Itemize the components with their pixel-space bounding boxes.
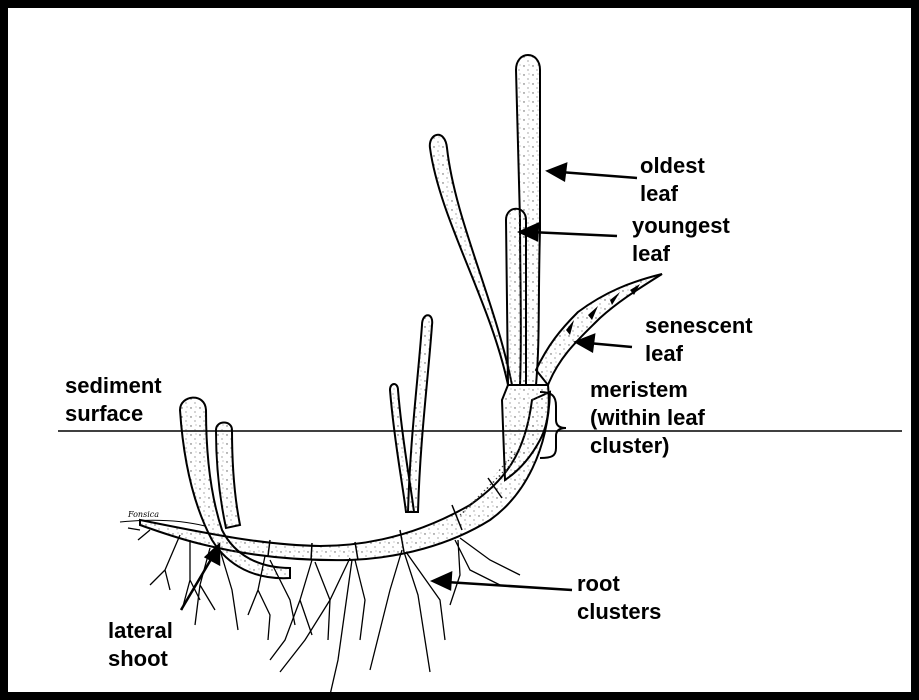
label-line: shoot [108, 645, 173, 673]
label-youngest-leaf: youngest leaf [632, 212, 730, 268]
label-line: leaf [645, 340, 753, 368]
label-line: meristem [590, 376, 705, 404]
label-meristem: meristem (within leaf cluster) [590, 376, 705, 460]
label-sediment-surface: sediment surface [65, 372, 162, 428]
leaf-left-tall [430, 135, 512, 385]
artist-signature: Fonsica [128, 510, 159, 519]
label-line: clusters [577, 598, 661, 626]
label-line: oldest [640, 152, 705, 180]
label-line: root [577, 570, 661, 598]
label-line: (within leaf [590, 404, 705, 432]
youngest-leaf [506, 209, 526, 385]
senescent-leaf [536, 274, 662, 385]
label-line: leaf [640, 180, 705, 208]
label-lateral-shoot: lateral shoot [108, 617, 173, 673]
label-line: senescent [645, 312, 753, 340]
label-line: leaf [632, 240, 730, 268]
label-line: sediment [65, 372, 162, 400]
label-oldest-leaf: oldest leaf [640, 152, 705, 208]
label-line: surface [65, 400, 162, 428]
label-line: cluster) [590, 432, 705, 460]
label-senescent-leaf: senescent leaf [645, 312, 753, 368]
label-line: youngest [632, 212, 730, 240]
middle-shoot [390, 315, 432, 512]
label-line: lateral [108, 617, 173, 645]
label-root-clusters: root clusters [577, 570, 661, 626]
